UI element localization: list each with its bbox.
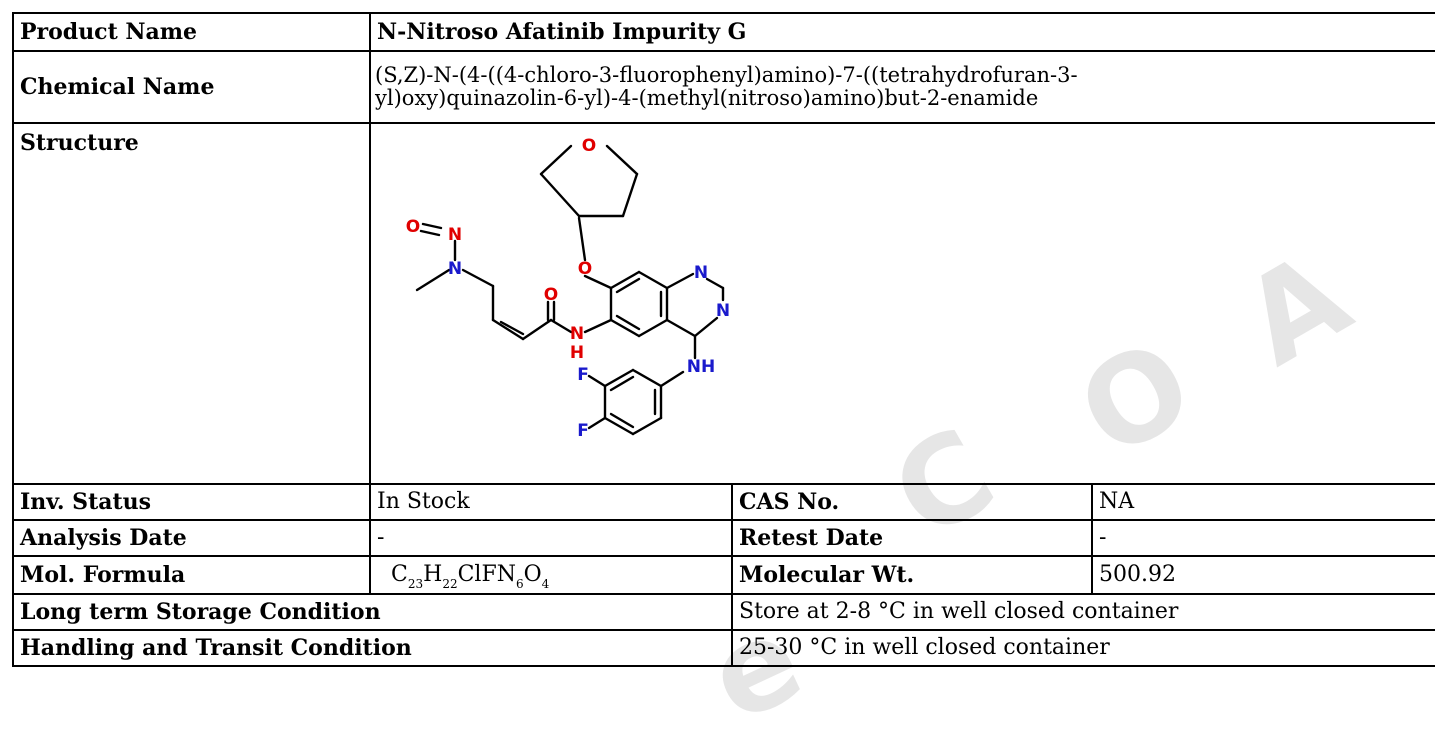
atom-o-nitroso: O: [406, 217, 420, 237]
atom-o-carbonyl: O: [544, 285, 558, 305]
atom-nh: NH: [687, 357, 715, 377]
atom-n-amine: N: [448, 259, 462, 279]
storage-value: Store at 2-8 °C in well closed container: [730, 593, 1435, 631]
atom-n-amide: N: [570, 324, 584, 344]
formula-sub-4: 4: [541, 577, 550, 592]
row-handling: Handling and Transit Condition 25-30 °C …: [12, 629, 1435, 667]
atom-n-ring-2: N: [716, 301, 730, 321]
row-structure: Structure: [12, 122, 1435, 485]
formula-part-o: O: [523, 562, 542, 587]
atom-n-nitroso: N: [448, 225, 462, 245]
chemical-name-line-1: (S,Z)-N-(4-((4-chloro-3-fluorophenyl)ami…: [375, 63, 1078, 87]
chemical-name-label: Chemical Name: [12, 50, 371, 124]
formula-part-c: C: [391, 562, 408, 587]
handling-value: 25-30 °C in well closed container: [730, 629, 1435, 667]
row-product-name: Product Name N-Nitroso Afatinib Impurity…: [12, 12, 1435, 52]
atom-n-ring-1: N: [694, 263, 708, 283]
formula-part-h: H: [423, 562, 443, 587]
retest-date-value: -: [1090, 519, 1435, 557]
cas-no-label: CAS No.: [731, 483, 1093, 521]
chemical-structure-diagram: O O O N N O N H N N NH F F: [406, 136, 730, 441]
atom-f-2: F: [577, 421, 589, 441]
atom-f-1: F: [577, 365, 589, 385]
row-inv-status: Inv. Status In Stock CAS No. NA: [12, 483, 1435, 521]
chemical-name-value: (S,Z)-N-(4-((4-chloro-3-fluorophenyl)ami…: [368, 50, 1435, 124]
structure-cell: O O O N N O N H N N NH F F: [368, 122, 1435, 485]
mol-formula-label: Mol. Formula: [12, 555, 371, 595]
atom-o-ether: O: [578, 259, 592, 279]
row-analysis-date: Analysis Date - Retest Date -: [12, 519, 1435, 557]
mol-formula-value: C23H22ClFN6O4: [369, 555, 733, 595]
product-spec-table: Product Name N-Nitroso Afatinib Impurity…: [12, 12, 1435, 667]
formula-sub-22: 22: [442, 577, 458, 592]
atom-o-ring: O: [582, 136, 596, 156]
mol-wt-value: 500.92: [1090, 555, 1435, 595]
chemical-name-line-2: yl)oxy)quinazolin-6-yl)-4-(methyl(nitros…: [375, 86, 1039, 110]
analysis-date-label: Analysis Date: [12, 519, 371, 557]
retest-date-label: Retest Date: [731, 519, 1093, 557]
mol-wt-label: Molecular Wt.: [731, 555, 1093, 595]
formula-sub-23: 23: [407, 577, 424, 592]
formula-sub-6: 6: [515, 577, 524, 592]
structure-label: Structure: [12, 122, 371, 485]
product-name-value: N-Nitroso Afatinib Impurity G: [368, 12, 1435, 52]
row-storage: Long term Storage Condition Store at 2-8…: [12, 593, 1435, 631]
product-name-label: Product Name: [12, 12, 371, 52]
inv-status-label: Inv. Status: [12, 483, 371, 521]
handling-label: Handling and Transit Condition: [12, 629, 733, 667]
inv-status-value: In Stock: [369, 483, 733, 521]
atom-h-amide: H: [570, 343, 584, 363]
formula-part-clfn: ClFN: [457, 562, 516, 587]
cas-no-value: NA: [1090, 483, 1435, 521]
storage-label: Long term Storage Condition: [12, 593, 733, 631]
row-mol-formula: Mol. Formula C23H22ClFN6O4 Molecular Wt.…: [12, 555, 1435, 595]
row-chemical-name: Chemical Name (S,Z)-N-(4-((4-chloro-3-fl…: [12, 50, 1435, 124]
analysis-date-value: -: [369, 519, 733, 557]
